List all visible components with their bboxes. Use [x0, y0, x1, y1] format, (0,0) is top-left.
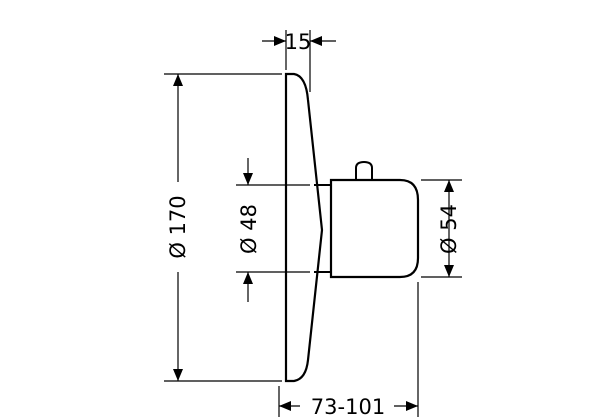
dim-plate-diameter: Ø 170 [164, 73, 282, 382]
dim-plate-thickness-label: 15 [285, 30, 312, 54]
cover-plate [284, 72, 324, 383]
dim-body-diameter-label: Ø 48 [237, 204, 261, 254]
dim-plate-thickness: 15 [262, 30, 336, 92]
dim-handle-diameter: Ø 54 [421, 179, 462, 278]
handle [329, 160, 420, 279]
dim-plate-diameter-label: Ø 170 [166, 195, 190, 258]
dim-projection-range: 73-101 [278, 282, 419, 417]
dim-body-diameter: Ø 48 [236, 158, 310, 302]
dim-handle-diameter-label: Ø 54 [437, 204, 461, 254]
dim-projection-range-label: 73-101 [311, 395, 385, 417]
